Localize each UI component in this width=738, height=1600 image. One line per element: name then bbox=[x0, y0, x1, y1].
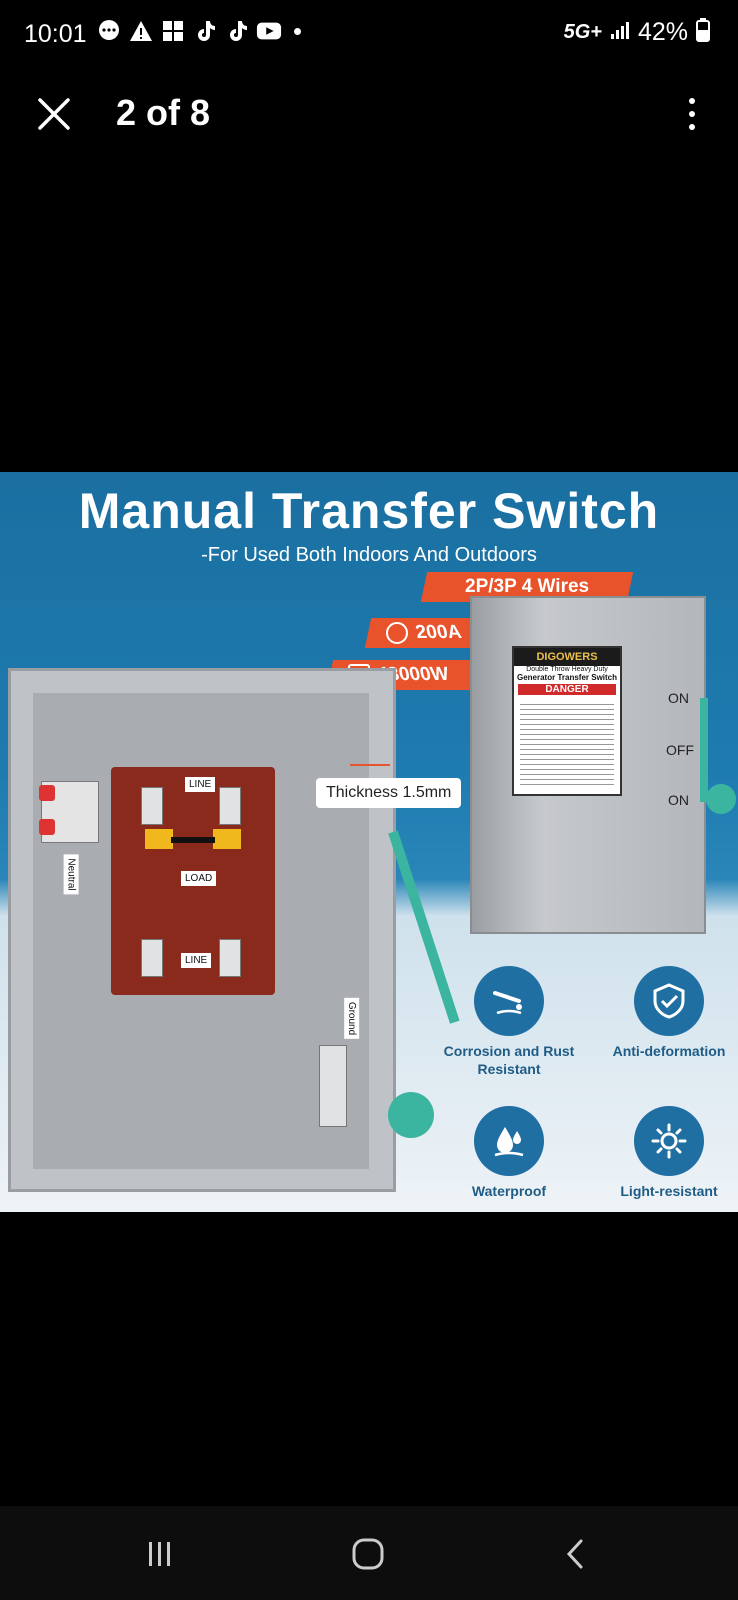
line-bottom-label: LINE bbox=[181, 953, 212, 968]
feature-label: Light-resistant bbox=[620, 1183, 718, 1199]
more-icon-dot bbox=[689, 124, 695, 130]
red-cap bbox=[39, 819, 55, 835]
home-button[interactable] bbox=[338, 1524, 398, 1584]
youtube-icon bbox=[256, 18, 282, 44]
switch-handle bbox=[145, 829, 173, 849]
thickness-arrow bbox=[350, 764, 390, 766]
breaker-plate: LINE LOAD LINE bbox=[111, 767, 275, 995]
shield-check-icon bbox=[634, 966, 704, 1036]
more-icon-dot bbox=[689, 111, 695, 117]
corrosion-icon bbox=[474, 966, 544, 1036]
position-on-bottom: ON bbox=[668, 792, 689, 808]
handle-knob bbox=[388, 1092, 434, 1138]
open-switch-box: Neutral LINE LOAD LINE Ground bbox=[8, 668, 396, 1192]
closed-handle bbox=[700, 698, 708, 802]
ground-bar bbox=[319, 1045, 347, 1127]
lug bbox=[141, 939, 163, 977]
position-off: OFF bbox=[666, 742, 694, 758]
chat-bubble-icon bbox=[96, 18, 122, 44]
calendar-grid-icon bbox=[160, 18, 186, 44]
product-image[interactable]: Manual Transfer Switch -For Used Both In… bbox=[0, 472, 738, 1212]
product-title: Manual Transfer Switch bbox=[78, 483, 660, 539]
feature-label: Waterproof bbox=[471, 1183, 547, 1199]
label-name: Generator Transfer Switch bbox=[516, 673, 618, 682]
lug bbox=[141, 787, 163, 825]
viewer-top-bar: 2 of 8 bbox=[0, 72, 738, 152]
back-icon bbox=[566, 1539, 583, 1569]
feature-anti-deformation: Anti-deformation bbox=[594, 966, 738, 1060]
status-bar: 10:01 5G+ 42% bbox=[0, 0, 738, 60]
pulse-icon bbox=[386, 621, 408, 644]
closed-handle-knob bbox=[706, 784, 736, 814]
feature-label: Anti-deformation bbox=[612, 1043, 726, 1059]
notification-icons bbox=[96, 18, 301, 44]
warning-icon bbox=[128, 18, 154, 44]
ground-label: Ground bbox=[344, 997, 360, 1040]
thickness-callout: Thickness 1.5mm bbox=[316, 778, 462, 808]
water-drop-icon bbox=[474, 1106, 544, 1176]
label-tagline: Double Throw Heavy Duty bbox=[526, 666, 608, 673]
neutral-label: Neutral bbox=[63, 854, 79, 895]
feature-light-resistant: Light-resistant bbox=[594, 1106, 738, 1200]
network-type: 5G+ bbox=[563, 21, 602, 43]
tiktok-icon bbox=[224, 18, 250, 44]
back-button[interactable] bbox=[546, 1524, 606, 1584]
close-icon bbox=[38, 98, 70, 130]
more-options-button[interactable] bbox=[672, 94, 712, 134]
status-right: 5G+ 42% bbox=[564, 18, 710, 47]
position-on-top: ON bbox=[668, 690, 689, 706]
line-top-label: LINE bbox=[185, 777, 216, 792]
feature-waterproof: Waterproof bbox=[434, 1106, 584, 1200]
feature-corrosion: Corrosion and Rust Resistant bbox=[434, 966, 584, 1078]
signal-icon bbox=[610, 20, 630, 45]
red-cap bbox=[39, 785, 55, 801]
feature-label: Corrosion and Rust Resistant bbox=[443, 1043, 575, 1077]
lug bbox=[219, 787, 241, 825]
lug bbox=[219, 939, 241, 977]
handle-bar bbox=[171, 837, 215, 843]
battery-icon bbox=[696, 18, 710, 47]
switch-handle bbox=[213, 829, 241, 849]
more-notifications-dot bbox=[294, 27, 301, 35]
close-button[interactable] bbox=[32, 92, 76, 136]
tiktok-icon bbox=[192, 18, 218, 44]
clock: 10:01 bbox=[24, 20, 87, 48]
brand: DIGOWERS bbox=[514, 648, 620, 666]
system-nav-bar bbox=[0, 1506, 738, 1600]
image-counter: 2 of 8 bbox=[116, 92, 211, 133]
home-icon bbox=[352, 1538, 384, 1570]
danger-banner: DANGER bbox=[518, 684, 616, 695]
load-label: LOAD bbox=[181, 871, 217, 886]
recent-apps-icon bbox=[149, 1542, 170, 1566]
recent-apps-button[interactable] bbox=[130, 1524, 190, 1584]
switch-label-card: DIGOWERS Double Throw Heavy Duty Generat… bbox=[512, 646, 622, 796]
fine-print bbox=[520, 704, 614, 788]
sun-icon bbox=[634, 1106, 704, 1176]
product-subtitle: -For Used Both Indoors And Outdoors bbox=[201, 544, 537, 566]
more-icon-dot bbox=[689, 98, 695, 104]
battery-percent: 42% bbox=[637, 18, 688, 46]
